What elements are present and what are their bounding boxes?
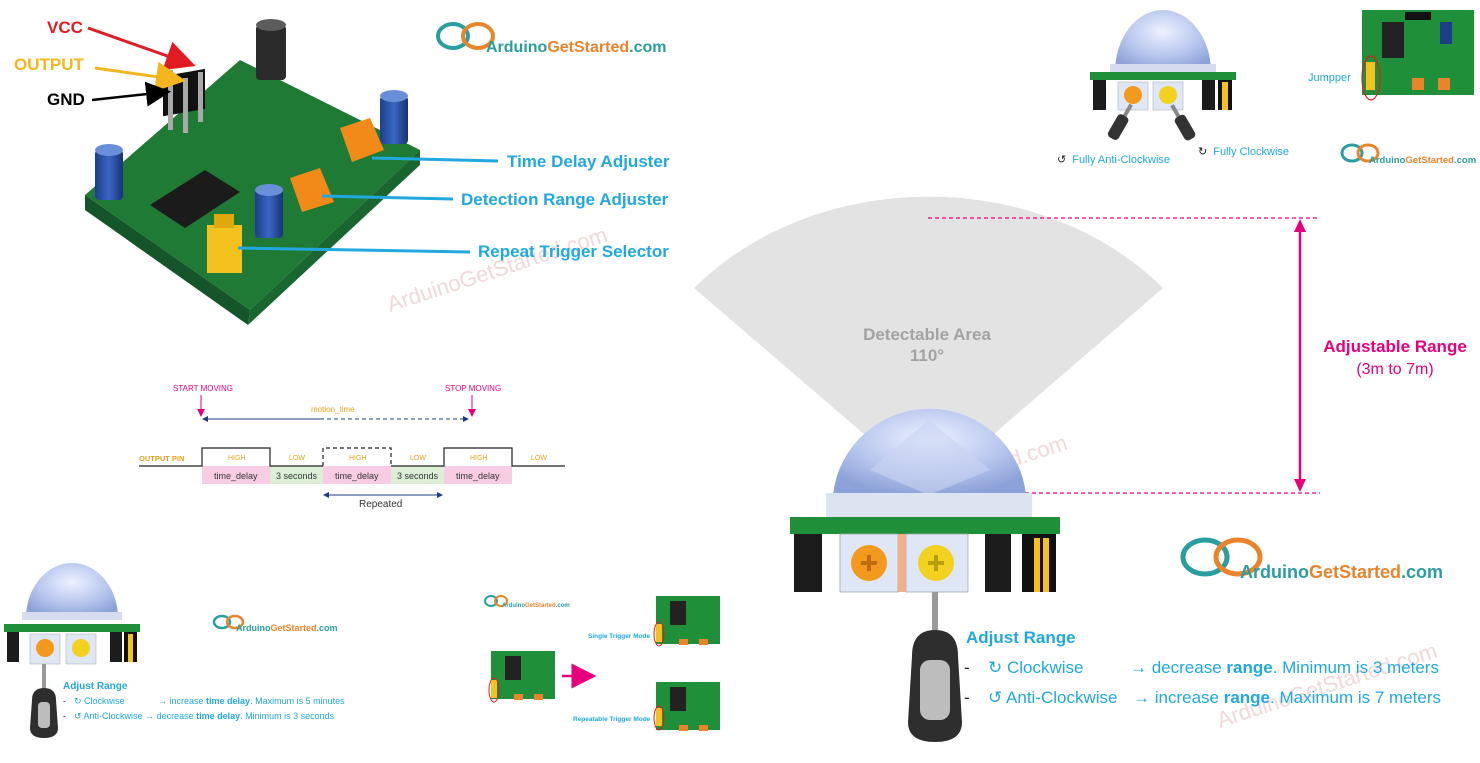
gnd-label: GND <box>47 90 85 109</box>
svg-text:ArduinoGetStarted.com: ArduinoGetStarted.com <box>1240 562 1443 582</box>
jumpper-label: Jumpper <box>1308 72 1351 84</box>
component-labels: Time Delay Adjuster Detection Range Adju… <box>237 152 670 261</box>
acw-arrow-text: → increase <box>1133 688 1219 707</box>
start-moving-label: START MOVING <box>173 384 233 393</box>
svg-text:→ increase range. Maximum is: → increase range. Maximum is 7 meters <box>1133 688 1441 707</box>
svg-text:↺Fully Anti-Clockwise: ↺ Fully Anti-Clockwise <box>1057 154 1170 166</box>
time-delay-cell: time_delay <box>214 471 258 481</box>
vcc-label: VCC <box>47 18 83 37</box>
cw-icon: ↻ <box>1198 146 1207 158</box>
cw-rest-text: . Minimum is 3 meters <box>1273 658 1439 677</box>
fully-anticlockwise-label: Fully Anti-Clockwise <box>1072 154 1170 166</box>
motion-time-label: motion_time <box>311 405 355 414</box>
stop-moving-label: STOP MOVING <box>445 384 501 393</box>
acw-bold-text: range <box>1224 688 1270 707</box>
high-label: HIGH <box>228 455 246 462</box>
low-label: LOW <box>410 455 426 462</box>
brand-logo-bottom-left: ArduinoGetStarted.com <box>212 614 338 633</box>
svg-text:↻Fully Clockwise: ↻ Fully Clockwise <box>1198 146 1289 158</box>
time-delay-cell: time_delay <box>335 471 379 481</box>
svg-text:→ decrease range. Minimum is: → decrease range. Minimum is 3 meters <box>1130 658 1439 677</box>
svg-text:ArduinoGetStarted.com: ArduinoGetStarted.com <box>236 623 338 633</box>
brand-part3: .com <box>629 39 666 56</box>
three-seconds-cell: 3 seconds <box>397 471 439 481</box>
range-indicator: Adjustable Range (3m to 7m) <box>928 217 1467 494</box>
adjustable-range-title: Adjustable Range <box>1323 337 1467 356</box>
svg-text:→ increase time delay. Maximu: → increase time delay. Maximum is 5 minu… <box>158 696 345 706</box>
pin-labels: VCC OUTPUT GND <box>14 18 196 109</box>
adjustable-range-value: (3m to 7m) <box>1356 361 1433 378</box>
watermark-text: ArduinoGetStarted.com <box>1214 638 1440 733</box>
fully-clockwise-label: Fully Clockwise <box>1213 146 1289 158</box>
output-pin-label: OUTPUT PIN <box>139 454 184 463</box>
repeatable-trigger-mode-label: Repeatable Trigger Mode <box>573 716 651 723</box>
delay-cw-rest: → increase <box>158 696 204 706</box>
detection-range-adjuster-label: Detection Range Adjuster <box>461 190 669 209</box>
bottom-left-adjust-text: Adjust Range - ↻ Clockwise → increase ti… <box>63 681 345 721</box>
acw-icon: ↺ <box>1057 154 1066 166</box>
main-pir-sensor <box>790 408 1060 742</box>
bullet-dash: - <box>964 658 970 677</box>
delay-cw-tail: . Maximum is 5 minutes <box>250 696 345 706</box>
cw-arrow-text: → decrease <box>1130 658 1222 677</box>
adjust-delay-title: Adjust Range <box>63 681 128 692</box>
brand-logo-top-left: ArduinoGetStarted.com <box>436 22 666 56</box>
repeated-label: Repeated <box>359 499 402 510</box>
svg-text:ArduinoGetStarted.com: ArduinoGetStarted.com <box>502 603 570 609</box>
delay-cw-bold: time delay <box>206 696 250 706</box>
pir-module-photo <box>85 19 420 325</box>
bullet-dash: - <box>63 711 66 721</box>
delay-acw-tail: . Minimum is 3 seconds <box>240 711 335 721</box>
brand-logo-top-right: ArduinoGetStarted.com <box>1340 143 1476 166</box>
delay-acw-label: ↺ Anti-Clockwise → decrease <box>74 711 194 721</box>
high-label: HIGH <box>349 455 367 462</box>
brand-logo-trigger: ArduinoGetStarted.com <box>484 595 570 609</box>
brand-part1: Arduino <box>486 39 548 56</box>
trigger-mode-diagram: Single Trigger Mode Repeatable Trigger M… <box>488 596 720 731</box>
small-sensor-bottom <box>4 563 140 738</box>
bullet-dash: - <box>63 696 66 706</box>
detectable-area-angle: 110° <box>910 346 944 365</box>
clockwise-label: ↻ Clockwise <box>988 658 1083 677</box>
high-label: HIGH <box>470 455 488 462</box>
detectable-area: Detectable Area 110° <box>694 196 1163 490</box>
adjust-range-title: Adjust Range <box>966 628 1076 647</box>
main-adjust-range-text: Adjust Range - ↻ Clockwise → decrease ra… <box>964 628 1441 707</box>
svg-text:↺ Anti-Clockwise → decrease ti: ↺ Anti-Clockwise → decrease time delay. … <box>74 711 335 721</box>
small-sensor-top: ↺ Fully Anti-Clockwise ↻ Fully Clockwise <box>1057 10 1289 166</box>
low-label: LOW <box>531 455 547 462</box>
delay-acw-bold: time delay <box>196 711 240 721</box>
delay-cw-label: ↻ Clockwise <box>74 696 125 706</box>
brand-part2: GetStarted <box>547 39 629 56</box>
svg-text:ArduinoGetStarted.com: ArduinoGetStarted.com <box>486 39 666 56</box>
cw-bold-text: range <box>1226 658 1272 677</box>
board-with-jumper: Jumpper <box>1308 10 1474 101</box>
low-label: LOW <box>289 455 305 462</box>
three-seconds-cell: 3 seconds <box>276 471 318 481</box>
time-delay-cell: time_delay <box>456 471 500 481</box>
time-delay-adjuster-label: Time Delay Adjuster <box>507 152 670 171</box>
acw-rest-text: . Maximum is 7 meters <box>1270 688 1441 707</box>
detectable-area-title: Detectable Area <box>863 325 991 344</box>
svg-text:ArduinoGetStarted.com: ArduinoGetStarted.com <box>1369 155 1476 166</box>
brand-logo-main: ArduinoGetStarted.com <box>1180 537 1443 582</box>
output-label: OUTPUT <box>14 55 85 74</box>
watermark-text: ArduinoGetStarted.com <box>384 222 610 317</box>
timing-diagram: START MOVING STOP MOVING motion_time OUT… <box>139 384 565 510</box>
anticlockwise-label: ↺ Anti-Clockwise <box>988 688 1118 707</box>
single-trigger-mode-label: Single Trigger Mode <box>588 633 651 640</box>
bullet-dash: - <box>964 688 970 707</box>
repeat-trigger-selector-label: Repeat Trigger Selector <box>478 242 669 261</box>
